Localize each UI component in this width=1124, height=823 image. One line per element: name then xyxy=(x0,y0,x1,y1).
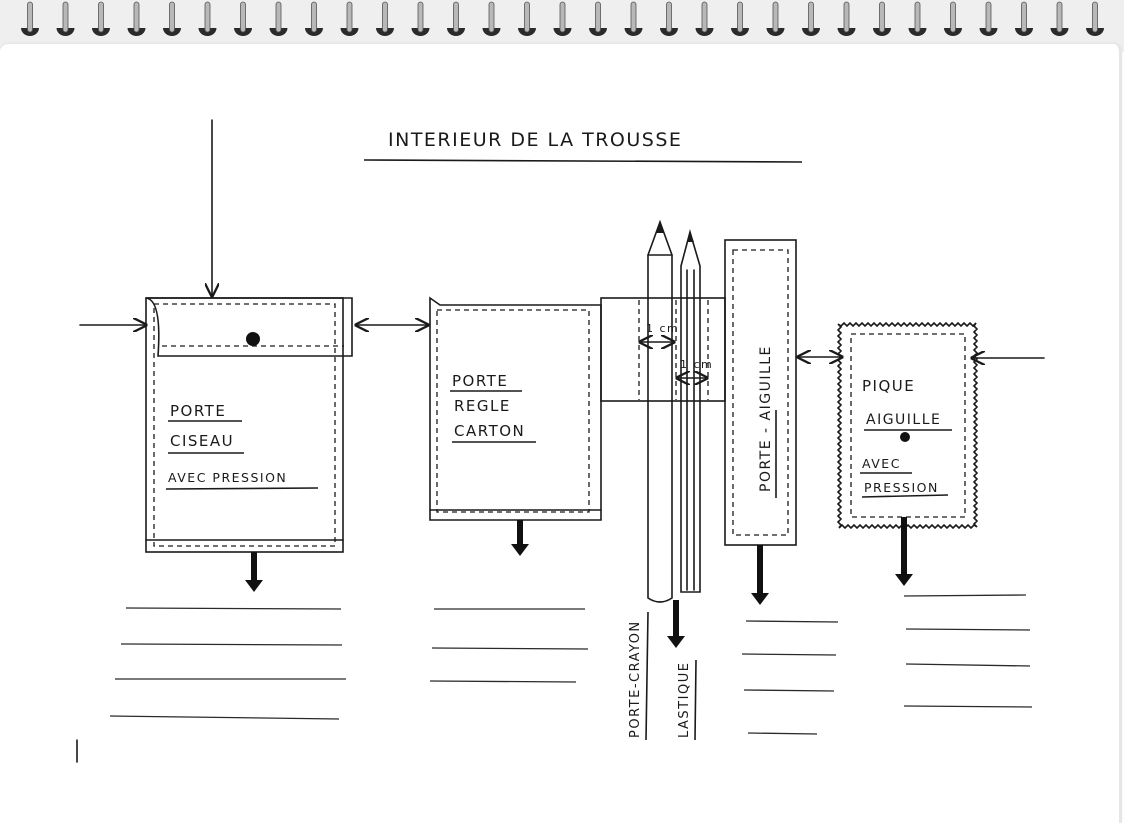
spiral-ring-icon xyxy=(340,1,359,36)
spiral-ring-icon xyxy=(837,1,856,36)
down-arrow-icon xyxy=(511,520,529,556)
writing-line xyxy=(903,594,1027,597)
spiral-ring-icon xyxy=(624,1,643,36)
diagram-title: INTERIEUR DE LA TROUSSE xyxy=(388,129,682,151)
spiral-ring-icon xyxy=(163,1,181,36)
porte-ciseau-line2: CISEAU xyxy=(170,432,234,450)
snap-button-icon-2 xyxy=(900,432,910,442)
spiral-ring-icon xyxy=(908,1,927,36)
spiral-ring-icon xyxy=(305,1,323,36)
writing-line xyxy=(747,732,818,735)
spiral-ring-icon xyxy=(1050,1,1069,36)
down-arrow-icon xyxy=(751,545,769,605)
porte-regle-line3: CARTON xyxy=(454,422,525,440)
pique-aiguille-line3: AVEC xyxy=(862,456,901,471)
pencil-icon xyxy=(647,219,673,603)
spiral-ring-icon xyxy=(944,1,962,36)
down-arrow-icon xyxy=(667,600,685,648)
writing-line xyxy=(903,705,1033,708)
spiral-ring-icon xyxy=(21,1,39,36)
elastique-label: LASTIQUE xyxy=(677,662,692,738)
down-arrows xyxy=(245,517,913,648)
spiral-ring-icon xyxy=(873,1,891,36)
spiral-ring-icon xyxy=(198,1,217,36)
spiral-ring-icon xyxy=(660,1,678,36)
spiral-ring-icon xyxy=(802,1,820,36)
spiral-ring-icon xyxy=(447,1,465,36)
spiral-ring-icon xyxy=(127,1,146,36)
writing-line xyxy=(743,689,835,692)
pique-aiguille-line2: AIGUILLE xyxy=(866,412,941,428)
writing-line xyxy=(109,715,340,720)
spiral-ring-icon xyxy=(553,1,572,36)
notebook-page xyxy=(0,44,1122,823)
spiral-ring-icon xyxy=(376,1,394,36)
porte-regle-line1: PORTE xyxy=(452,372,508,390)
spiral-ring-icon xyxy=(411,1,430,36)
writing-line xyxy=(905,663,1031,667)
spiral-ring-icon xyxy=(731,1,749,36)
writing-line xyxy=(905,628,1031,631)
spiral-ring-icon xyxy=(979,1,998,36)
porte-ciseau-line1: PORTE xyxy=(170,402,226,420)
porte-regle-piece xyxy=(429,296,602,521)
down-arrow-icon xyxy=(245,552,263,592)
measure-right: 1 cm xyxy=(680,358,713,371)
porte-regle-line2: REGLE xyxy=(454,397,511,415)
spiral-ring-icon xyxy=(589,1,607,36)
spiral-ring-icon xyxy=(92,1,110,36)
spiral-ring-icon xyxy=(1015,1,1033,36)
porte-aiguille-label: PORTE - AIGUILLE xyxy=(758,345,774,492)
down-arrow-icon xyxy=(895,517,913,586)
pencil-icon-2 xyxy=(680,229,701,593)
spiral-ring-icon xyxy=(482,1,501,36)
pique-aiguille-line1: PIQUE xyxy=(862,377,915,395)
snap-button-icon xyxy=(246,332,260,346)
porte-crayon-piece xyxy=(600,219,726,603)
writing-line xyxy=(745,620,839,623)
spiral-ring-icon xyxy=(1086,1,1104,36)
porte-ciseau-piece xyxy=(145,297,353,553)
measure-left: 1 cm xyxy=(646,322,679,335)
spiral-ring-icon xyxy=(766,1,785,36)
spiral-ring-icon xyxy=(518,1,536,36)
spiral-ring-icon xyxy=(269,1,288,36)
spiral-rings xyxy=(21,1,1104,36)
pique-aiguille-line4: PRESSION xyxy=(864,480,939,495)
writing-line xyxy=(125,607,342,610)
spiral-ring-icon xyxy=(695,1,714,36)
writing-lines xyxy=(109,594,1033,735)
title-underline xyxy=(363,159,803,163)
pique-aiguille-piece xyxy=(836,321,979,530)
writing-line xyxy=(431,647,589,650)
writing-line xyxy=(120,643,343,646)
spiral-ring-icon xyxy=(56,1,75,36)
porte-ciseau-line3: AVEC PRESSION xyxy=(168,470,287,485)
writing-line xyxy=(429,680,577,683)
spiral-ring-icon xyxy=(234,1,252,36)
porte-crayon-label: PORTE-CRAYON xyxy=(628,620,643,738)
writing-line xyxy=(741,653,837,656)
